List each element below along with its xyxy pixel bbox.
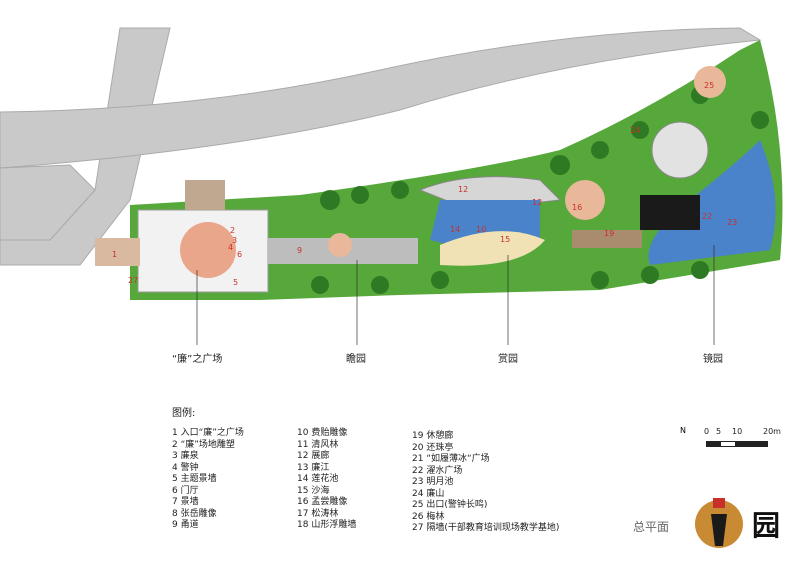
legend-item: 18 山形浮雕墙 xyxy=(297,520,357,530)
legend-item: 4 警钟 xyxy=(172,462,199,473)
marker-14: 14 xyxy=(450,225,460,234)
scale-segment xyxy=(736,441,768,447)
legend-item: 23 明月池 xyxy=(412,477,454,487)
legend-item: 21 “如履薄冰“广场 xyxy=(412,454,490,464)
legend-column-1: 1 入口“廉”之广场 2 “廉”场地雕塑 3 廉泉 4 警钟 5 主题景墙 6 … xyxy=(172,428,244,532)
exit-plaza xyxy=(694,66,726,98)
marker-25: 25 xyxy=(704,81,714,90)
legend-item: 16 孟尝雕像 xyxy=(297,497,348,507)
zone-label-shang-yuan: 赏园 xyxy=(498,354,518,365)
ice-plaza xyxy=(640,195,700,230)
gate-block xyxy=(185,180,225,210)
legend-item: 15 沙海 xyxy=(297,485,330,496)
rest-corridor xyxy=(572,230,642,248)
marker-6: 6 xyxy=(237,250,242,259)
legend-item: 5 主题景墙 xyxy=(172,474,217,484)
plan-title: 总平面 xyxy=(633,520,670,534)
marker-12b: 12 xyxy=(532,198,542,207)
mengchang-plaza xyxy=(565,180,605,220)
legend-item: 20 还珠亭 xyxy=(412,442,454,453)
scale-bar: 0 5 10 20m xyxy=(680,425,781,461)
marker-9: 9 xyxy=(297,246,302,255)
legend-item: 3 廉泉 xyxy=(172,451,199,461)
scale-segment xyxy=(720,441,736,447)
legend-item: 12 展廊 xyxy=(297,451,330,461)
legend-item: 9 甬道 xyxy=(172,520,199,530)
marker-27: 27 xyxy=(128,276,138,285)
legend-item: 19 休憩廊 xyxy=(412,431,454,441)
lian-mountain xyxy=(651,121,709,179)
legend-item: 26 梅林 xyxy=(412,511,445,522)
legend-title: 图例: xyxy=(172,408,196,419)
logo-character: 园 xyxy=(752,509,781,542)
legend-item: 25 出口(警钟长鸣) xyxy=(412,500,488,510)
legend-item: 2 “廉”场地雕塑 xyxy=(172,439,235,450)
north-arrow-icon: N xyxy=(680,426,686,435)
entry-path xyxy=(95,238,140,266)
scale-segment xyxy=(706,441,720,447)
legend-item: 11 清风林 xyxy=(297,439,339,450)
lian-sculpture-plaza xyxy=(180,222,236,278)
scale-tick: 10 xyxy=(732,427,743,436)
marker-12a: 12 xyxy=(458,185,468,194)
marker-2: 2 xyxy=(230,226,235,235)
legend-item: 6 门厅 xyxy=(172,485,199,496)
zone-pointers xyxy=(196,245,715,345)
marker-23: 23 xyxy=(727,218,737,227)
legend-item: 22 濯水广场 xyxy=(412,465,463,476)
marker-3: 3 xyxy=(232,236,237,245)
scale-tick: 0 xyxy=(704,427,710,436)
corridor-plaza xyxy=(328,233,352,257)
zone-label-lian-square: “廉”之广场 xyxy=(172,354,223,365)
marker-10: 10 xyxy=(476,225,486,234)
zone-label-zhan-yuan: 瞻园 xyxy=(346,354,366,365)
legend-item: 8 张岳雕像 xyxy=(172,508,217,519)
legend-column-3: 19 休憩廊 20 还珠亭 21 “如履薄冰“广场 22 濯水广场 23 明月池… xyxy=(412,431,559,535)
legend-item: 7 景墙 xyxy=(172,497,199,507)
legend-item: 17 松涛林 xyxy=(297,508,339,519)
marker-16: 16 xyxy=(572,203,582,212)
sand-sea xyxy=(440,231,545,266)
legend-item: 27 隔墙(干部教育培训现场教学基地) xyxy=(412,523,560,533)
marker-1: 1 xyxy=(112,250,117,259)
seal-logo-icon xyxy=(695,498,743,548)
zone-label-jing-yuan: 镜园 xyxy=(703,354,723,365)
legend-item: 24 廉山 xyxy=(412,488,445,499)
road-arc xyxy=(0,27,762,169)
marker-24: 24 xyxy=(630,126,640,135)
marker-4: 4 xyxy=(228,243,233,252)
marker-15: 15 xyxy=(500,235,510,244)
scale-tick: 20m xyxy=(763,427,781,436)
marker-19: 19 xyxy=(604,229,614,238)
legend-item: 10 费贻雕像 xyxy=(297,428,348,438)
marker-22: 22 xyxy=(702,212,712,221)
legend-item: 1 入口“廉”之广场 xyxy=(172,428,244,438)
scale-tick: 5 xyxy=(716,427,722,436)
legend-item: 14 莲花池 xyxy=(297,474,339,484)
moon-pond xyxy=(648,140,776,265)
road-network xyxy=(0,27,762,266)
legend-item: 13 廉江 xyxy=(297,462,330,473)
road-left xyxy=(0,164,96,241)
legend-column-2: 10 费贻雕像 11 清风林 12 展廊 13 廉江 14 莲花池 15 沙海 … xyxy=(297,428,356,532)
marker-5: 5 xyxy=(233,278,238,287)
